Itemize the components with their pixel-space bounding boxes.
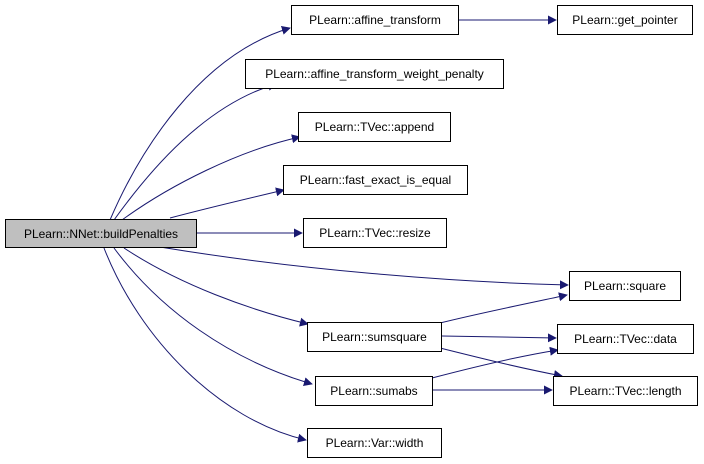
edge-root-to-affine-transform (109, 26, 291, 221)
edge-root-to-var-width (103, 247, 307, 443)
edge-sumsquare-to-tvec-length (439, 347, 563, 379)
node-square[interactable]: PLearn::square (569, 271, 681, 301)
node-affine-transform[interactable]: PLearn::affine_transform (291, 5, 459, 35)
edge-root-to-tvec-append (121, 134, 301, 221)
node-tvec-length[interactable]: PLearn::TVec::length (553, 376, 698, 406)
node-var-width[interactable]: PLearn::Var::width (307, 428, 442, 458)
edge-sumabs-to-tvec-data (431, 346, 559, 379)
node-build-penalties[interactable]: PLearn::NNet::buildPenalties (5, 219, 197, 248)
edge-sumsquare-to-square (439, 292, 568, 324)
edge-root-to-sumsquare (123, 247, 309, 327)
edge-root-to-sumabs (113, 247, 313, 387)
node-tvec-data[interactable]: PLearn::TVec::data (557, 324, 694, 354)
node-sumsquare[interactable]: PLearn::sumsquare (307, 322, 442, 352)
edge-root-to-affine-transform-weight-penalty (113, 81, 277, 221)
edge-root-to-fast-exact-is-equal (169, 187, 285, 219)
node-fast-exact-is-equal[interactable]: PLearn::fast_exact_is_equal (283, 165, 468, 195)
node-affine-transform-weight-penalty[interactable]: PLearn::affine_transform_weight_penalty (245, 59, 504, 89)
node-sumabs[interactable]: PLearn::sumabs (315, 376, 433, 406)
edge-root-to-square (159, 246, 569, 290)
node-get-pointer[interactable]: PLearn::get_pointer (557, 5, 693, 35)
node-tvec-resize[interactable]: PLearn::TVec::resize (303, 218, 447, 248)
node-tvec-append[interactable]: PLearn::TVec::append (298, 112, 451, 142)
edge-sumsquare-to-tvec-data (441, 333, 557, 343)
